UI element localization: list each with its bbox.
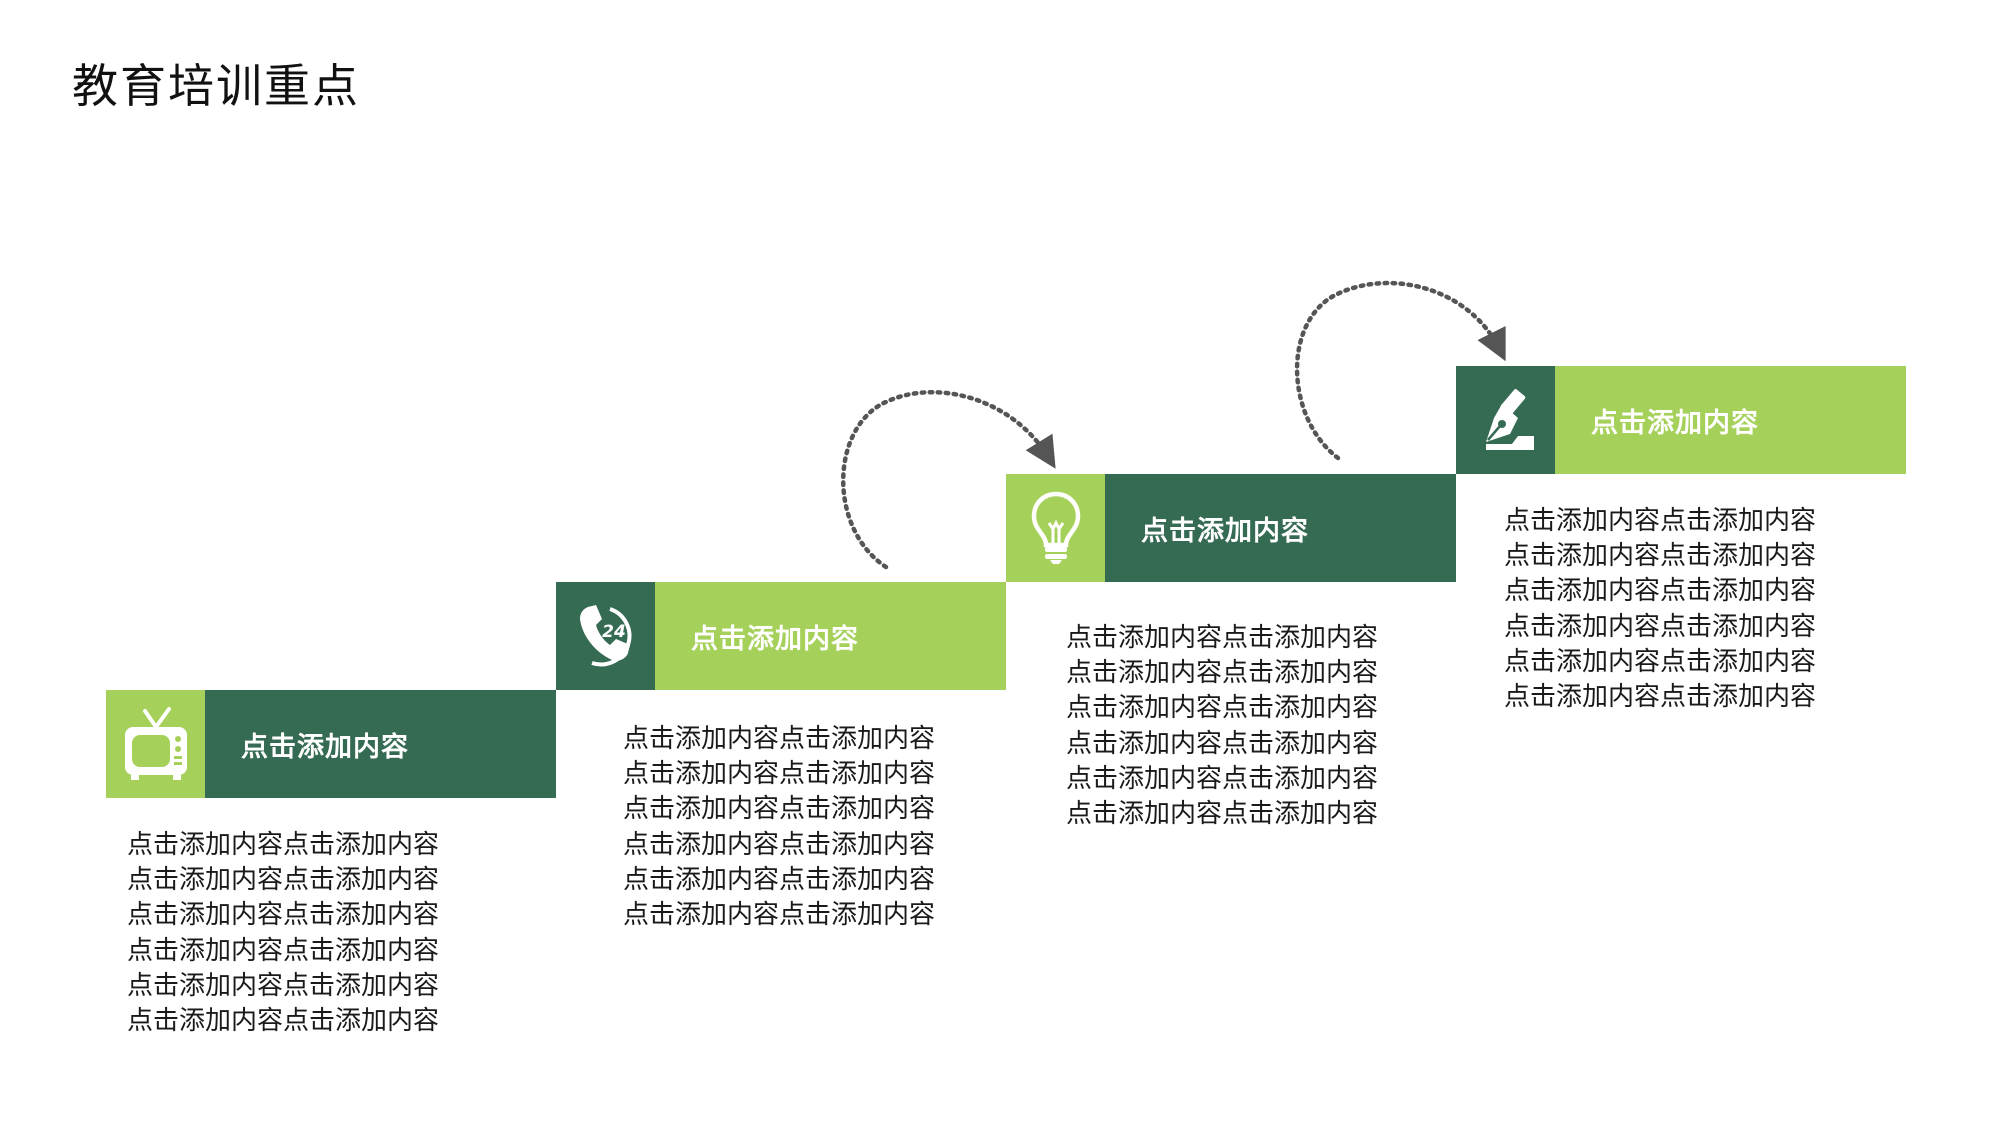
step-3-line: 点击添加内容点击添加内容 — [1066, 799, 1379, 830]
step-1-header: 点击添加内容 — [106, 690, 556, 798]
step-4-description: 点击添加内容点击添加内容 点击添加内容点击添加内容 点击添加内容点击添加内容 点… — [1504, 504, 1874, 715]
step-4-line: 点击添加内容点击添加内容 — [1504, 576, 1817, 607]
step-2-header: 24 点击添加内容 — [556, 582, 1006, 690]
step-2-icon-box: 24 — [556, 582, 655, 690]
step-2-line: 点击添加内容点击添加内容 — [623, 864, 936, 895]
step-3-line: 点击添加内容点击添加内容 — [1066, 728, 1379, 759]
step-2-line: 点击添加内容点击添加内容 — [623, 794, 936, 825]
step-2-line: 点击添加内容点击添加内容 — [623, 759, 936, 790]
step-2-line: 点击添加内容点击添加内容 — [623, 724, 936, 754]
tv-icon — [124, 707, 187, 780]
step-2-description: 点击添加内容点击添加内容 点击添加内容点击添加内容 点击添加内容点击添加内容 点… — [623, 722, 993, 933]
phone-24-icon: 24 — [579, 605, 631, 667]
pen-nib-icon — [1485, 389, 1534, 450]
step-1-line: 点击添加内容点击添加内容 — [127, 970, 440, 1001]
step-1-label: 点击添加内容 — [205, 690, 556, 798]
svg-text:24: 24 — [602, 622, 626, 642]
lightbulb-icon — [1031, 491, 1080, 564]
step-3-line: 点击添加内容点击添加内容 — [1066, 693, 1379, 724]
step-2-line: 点击添加内容点击添加内容 — [623, 900, 936, 931]
step-4-line: 点击添加内容点击添加内容 — [1504, 646, 1817, 677]
step-1-line: 点击添加内容点击添加内容 — [127, 1006, 440, 1037]
step-2-label: 点击添加内容 — [655, 582, 1006, 690]
step-3-label: 点击添加内容 — [1105, 474, 1456, 582]
step-4-line: 点击添加内容点击添加内容 — [1504, 541, 1817, 572]
step-4-line: 点击添加内容点击添加内容 — [1504, 611, 1817, 642]
step-3-line: 点击添加内容点击添加内容 — [1066, 623, 1379, 653]
step-3-line: 点击添加内容点击添加内容 — [1066, 763, 1379, 794]
step-1-icon-box — [106, 690, 205, 798]
step-4-icon-box — [1456, 366, 1555, 474]
step-3-header: 点击添加内容 — [1006, 474, 1456, 582]
step-1-description: 点击添加内容点击添加内容 点击添加内容点击添加内容 点击添加内容点击添加内容 点… — [127, 828, 497, 1039]
slide-title: 教育培训重点 — [72, 59, 360, 113]
step-4-header: 点击添加内容 — [1456, 366, 1906, 474]
step-3-line: 点击添加内容点击添加内容 — [1066, 658, 1379, 689]
step-4-line: 点击添加内容点击添加内容 — [1504, 682, 1817, 713]
step-4-label: 点击添加内容 — [1555, 366, 1906, 474]
step-1-line: 点击添加内容点击添加内容 — [127, 865, 440, 896]
step-1-line: 点击添加内容点击添加内容 — [127, 830, 440, 860]
step-1-line: 点击添加内容点击添加内容 — [127, 900, 440, 931]
step-3-description: 点击添加内容点击添加内容 点击添加内容点击添加内容 点击添加内容点击添加内容 点… — [1066, 621, 1436, 832]
step-3-icon-box — [1006, 474, 1105, 582]
step-1-line: 点击添加内容点击添加内容 — [127, 935, 440, 966]
step-4-line: 点击添加内容点击添加内容 — [1504, 506, 1817, 536]
step-2-line: 点击添加内容点击添加内容 — [623, 829, 936, 860]
